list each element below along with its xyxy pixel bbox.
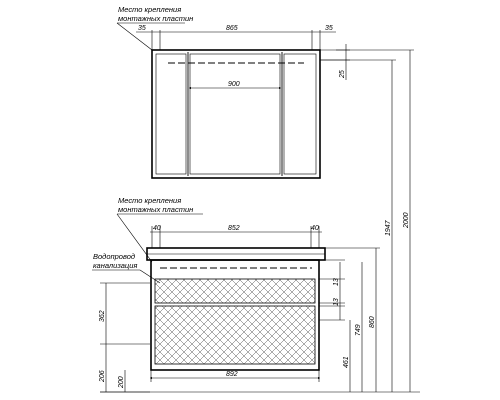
bottom-dim-852: 852 <box>228 225 240 232</box>
pipe-label-leader <box>139 269 161 284</box>
vdim-13a: 13 <box>333 278 340 286</box>
top-dim-35-left: 35 <box>138 25 146 32</box>
vdim-206: 206 <box>99 370 106 383</box>
top-mount-label-line1: Место крепления <box>118 5 181 14</box>
mirror-door-center <box>189 53 281 175</box>
vdim-13b: 13 <box>333 298 340 306</box>
bottom-label-leader <box>116 213 153 263</box>
bottom-dim-40-left: 40 <box>153 225 161 232</box>
vdim-860: 860 <box>369 316 376 328</box>
vertical-dimensions: 362 206 200 13 13 461 749 860 1947 2000 <box>99 49 414 393</box>
pipe-label-line1: Водопровод <box>93 252 135 261</box>
top-label-leader <box>116 22 153 51</box>
vanity-unit-view: Место крепления монтажных пластин 40 852… <box>92 196 420 393</box>
bottom-dim-892: 892 <box>226 371 238 378</box>
mirror-cabinet-view: Место крепления монтажных пластин 35 865… <box>116 5 350 179</box>
vanity-drawer-upper <box>154 278 316 304</box>
vdim-362: 362 <box>99 310 106 322</box>
vdim-200: 200 <box>118 376 125 389</box>
mirror-cabinet-frame <box>151 49 321 179</box>
mirror-door-left <box>155 53 187 175</box>
top-dim-865: 865 <box>226 25 238 32</box>
top-dim-35-right: 35 <box>325 25 333 32</box>
top-dim-25: 25 <box>339 70 346 79</box>
vanity-cabinet-frame <box>150 259 320 371</box>
mirror-door-right <box>283 53 317 175</box>
vdim-2000: 2000 <box>403 212 410 229</box>
vanity-drawer-lower <box>154 305 316 365</box>
pipe-label-line2: канализация <box>93 261 137 270</box>
top-dim-900: 900 <box>228 81 240 88</box>
vdim-1947: 1947 <box>385 219 392 236</box>
top-mount-label-line2: монтажных пластин <box>118 14 193 23</box>
bottom-mount-label-line2: монтажных пластин <box>118 205 193 214</box>
bottom-dim-40-right: 40 <box>311 225 319 232</box>
bottom-mount-label-line1: Место крепления <box>118 196 181 205</box>
vdim-749: 749 <box>355 324 362 336</box>
vdim-461: 461 <box>343 356 350 368</box>
